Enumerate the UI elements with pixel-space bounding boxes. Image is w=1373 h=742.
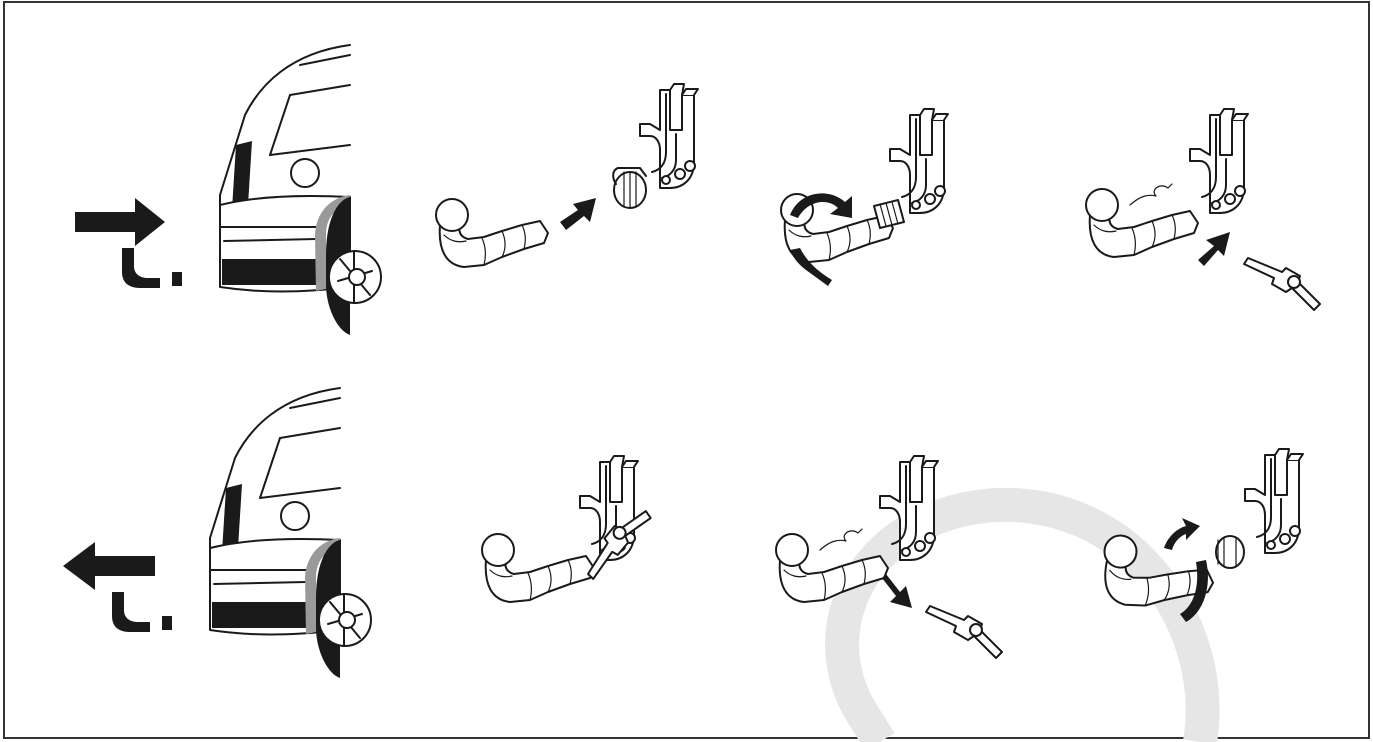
locking-key bbox=[1244, 258, 1320, 310]
mounting-bracket bbox=[890, 109, 948, 213]
hook-socket bbox=[172, 272, 182, 286]
threaded-coupling bbox=[1216, 536, 1244, 568]
threaded-coupling bbox=[874, 200, 904, 228]
watermark-shape bbox=[842, 505, 1202, 742]
insert-key-arrow bbox=[1198, 232, 1230, 266]
remove-key-arrow bbox=[882, 574, 912, 608]
car-bottom bbox=[63, 388, 371, 678]
car-rear-illustration bbox=[210, 388, 371, 678]
hook-socket bbox=[162, 616, 172, 630]
tow-hook bbox=[1086, 189, 1198, 257]
engraving-mark bbox=[1130, 184, 1172, 205]
insert-arrow bbox=[75, 198, 165, 246]
remove-arrow bbox=[63, 542, 155, 590]
mounting-bracket bbox=[1245, 449, 1303, 553]
mounting-bracket bbox=[640, 84, 698, 188]
locking-key bbox=[926, 606, 1002, 658]
insert-arrow bbox=[560, 198, 596, 230]
step-4 bbox=[482, 456, 652, 602]
rotate-arrow-up bbox=[1164, 518, 1200, 550]
socket-coupling bbox=[613, 168, 646, 208]
car-rear-illustration bbox=[220, 45, 381, 335]
step-2 bbox=[781, 109, 948, 286]
mounting-bracket bbox=[1190, 109, 1248, 213]
tow-hook-small bbox=[122, 248, 160, 288]
tow-hook-small bbox=[112, 592, 150, 632]
step-1 bbox=[436, 84, 698, 267]
engraving-mark bbox=[820, 529, 862, 550]
car-top bbox=[75, 45, 381, 335]
tow-hook bbox=[482, 534, 594, 602]
step-3 bbox=[1086, 109, 1320, 310]
tow-hook bbox=[436, 199, 548, 267]
